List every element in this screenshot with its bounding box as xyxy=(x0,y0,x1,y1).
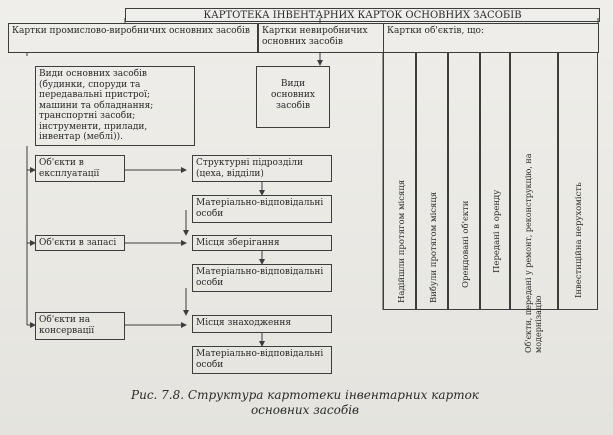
obj-col-6-label: Інвестиційна нерухомість xyxy=(574,182,584,298)
objects-conserved-label: Об'єкти на консервації xyxy=(39,315,95,336)
industrial-cards-label: Картки промислово-виробничих основних за… xyxy=(12,26,250,36)
industrial-cards-box: Картки промислово-виробничих основних за… xyxy=(8,23,258,53)
responsible-persons-3-label: Матеріально-відповідальні особи xyxy=(196,349,324,370)
responsible-persons-2-label: Матеріально-відповідальні особи xyxy=(196,267,324,288)
cardfile-title-box: КАРТОТЕКА ІНВЕНТАРНИХ КАРТОК ОСНОВНИХ ЗА… xyxy=(125,8,600,22)
objects-in-stock-box: Об'єкти в запасі xyxy=(35,235,125,251)
structural-subdivisions-box: Структурні підрозділи (цеха, відділи) xyxy=(192,155,332,182)
obj-col-3: Орендовані об'єкти xyxy=(448,52,480,310)
obj-col-2: Вибули протягом місяця xyxy=(416,52,448,310)
responsible-persons-3-box: Матеріально-відповідальні особи xyxy=(192,346,332,374)
types-of-fixed-assets-label: Види основних засобів (будинки, споруди … xyxy=(39,69,154,142)
obj-col-5: Об'єкти, передані у ремонт, реконструкці… xyxy=(510,52,558,353)
types-of-fixed-assets-box: Види основних засобів (будинки, споруди … xyxy=(35,66,195,146)
obj-col-1-label: Надійшли протягом місяця xyxy=(397,179,407,303)
obj-col-2-label: Вибули протягом місяця xyxy=(429,191,439,303)
obj-col-1: Надійшли протягом місяця xyxy=(383,52,416,310)
cardfile-title: КАРТОТЕКА ІНВЕНТАРНИХ КАРТОК ОСНОВНИХ ЗА… xyxy=(203,10,522,21)
objects-in-use-label: Об'єкти в експлуатації xyxy=(39,158,100,179)
obj-col-6: Інвестиційна нерухомість xyxy=(558,52,598,310)
figure-caption: Рис. 7.8. Структура картотеки інвентарни… xyxy=(110,388,500,418)
object-cards-label: Картки об'єктів, що: xyxy=(387,26,484,36)
location-places-label: Місця знаходження xyxy=(196,318,292,328)
structural-subdivisions-label: Структурні підрозділи (цеха, відділи) xyxy=(196,158,303,179)
storage-places-label: Місця зберігання xyxy=(196,238,280,248)
obj-col-4-label: Передані в оренду xyxy=(492,189,502,273)
nonind-types-label: Види основних засобів xyxy=(270,79,315,111)
obj-col-4: Передані в оренду xyxy=(480,52,510,310)
objects-conserved-box: Об'єкти на консервації xyxy=(35,312,125,340)
responsible-persons-2-box: Матеріально-відповідальні особи xyxy=(192,264,332,292)
objects-in-use-box: Об'єкти в експлуатації xyxy=(35,155,125,182)
objects-in-stock-label: Об'єкти в запасі xyxy=(39,238,117,248)
responsible-persons-1-box: Матеріально-відповідальні особи xyxy=(192,195,332,223)
nonindustrial-cards-box: Картки невиробничих основних засобів xyxy=(258,23,384,53)
caption-line-1: Рис. 7.8. Структура картотеки інвентарни… xyxy=(131,388,479,402)
location-places-box: Місця знаходження xyxy=(192,315,332,333)
responsible-persons-1-label: Матеріально-відповідальні особи xyxy=(196,198,324,219)
obj-col-3-label: Орендовані об'єкти xyxy=(461,200,471,288)
object-cards-box: Картки об'єктів, що: xyxy=(383,23,599,53)
caption-line-2: основних засобів xyxy=(250,403,360,417)
obj-col-5-label: Об'єкти, передані у ремонт, реконструкці… xyxy=(524,153,543,353)
storage-places-box: Місця зберігання xyxy=(192,235,332,251)
nonind-types-box: Види основних засобів xyxy=(256,66,330,128)
nonindustrial-cards-label: Картки невиробничих основних засобів xyxy=(262,26,368,47)
